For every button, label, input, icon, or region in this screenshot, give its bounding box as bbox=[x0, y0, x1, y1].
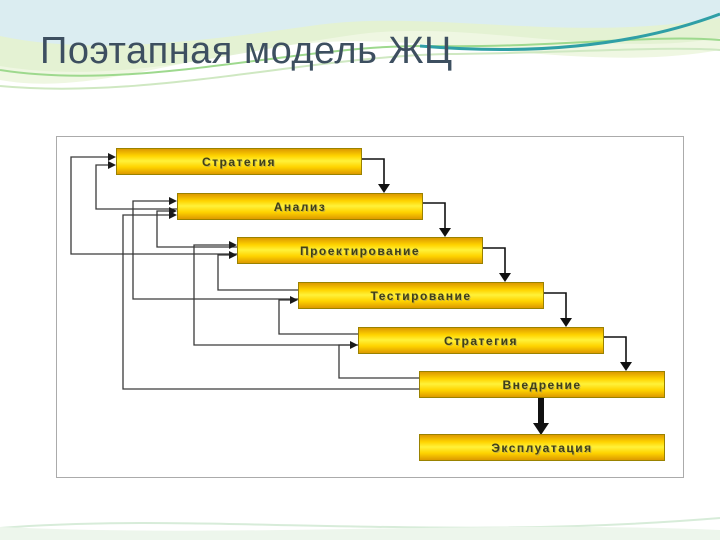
stage-box-deployment: Внедрение bbox=[419, 371, 665, 398]
stage-box-design: Проектирование bbox=[237, 237, 483, 264]
stage-box-operation: Эксплуатация bbox=[419, 434, 665, 461]
stage-box-analysis: Анализ bbox=[177, 193, 423, 220]
diagram-panel: Стратегия Анализ Проектирование Тестиров… bbox=[56, 136, 684, 478]
stage-box-testing: Тестирование bbox=[298, 282, 544, 309]
flow-arrows bbox=[70, 153, 632, 435]
stage-box-strategy-2: Стратегия bbox=[358, 327, 604, 354]
stage-box-strategy-1: Стратегия bbox=[116, 148, 362, 175]
slide-title: Поэтапная модель ЖЦ bbox=[40, 30, 453, 72]
